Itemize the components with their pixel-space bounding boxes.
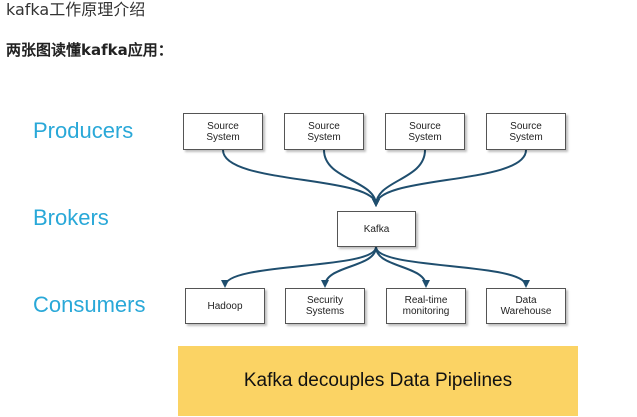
consumer-node: Hadoop bbox=[185, 288, 265, 324]
producer-1-arrow bbox=[222, 149, 380, 207]
consumer-node: Data Warehouse bbox=[486, 288, 566, 324]
producer-2-arrow bbox=[323, 149, 380, 207]
consumer-2-arrow bbox=[321, 246, 377, 288]
consumer-node: Real-time monitoring bbox=[386, 288, 466, 324]
decoupling-banner: Kafka decouples Data Pipelines bbox=[178, 346, 578, 416]
row-label-brokers: Brokers bbox=[33, 205, 109, 230]
row-label-producers: Producers bbox=[33, 118, 134, 143]
producer-4-arrow bbox=[372, 149, 527, 207]
producer-node: Source System bbox=[183, 113, 263, 150]
consumer-3-arrow bbox=[375, 246, 430, 288]
page-title: kafka工作原理介绍 bbox=[6, 0, 146, 19]
row-label-consumers: Consumers bbox=[33, 292, 146, 317]
broker-node: Kafka bbox=[337, 211, 416, 247]
producer-node: Source System bbox=[385, 113, 465, 150]
producer-3-arrow bbox=[372, 149, 426, 207]
consumer-1-arrow bbox=[221, 246, 377, 288]
section-title: 两张图读懂kafka应用： bbox=[6, 41, 173, 59]
consumer-node: Security Systems bbox=[285, 288, 365, 324]
producer-node: Source System bbox=[486, 113, 566, 150]
producer-node: Source System bbox=[284, 113, 364, 150]
consumer-4-arrow bbox=[375, 246, 530, 288]
